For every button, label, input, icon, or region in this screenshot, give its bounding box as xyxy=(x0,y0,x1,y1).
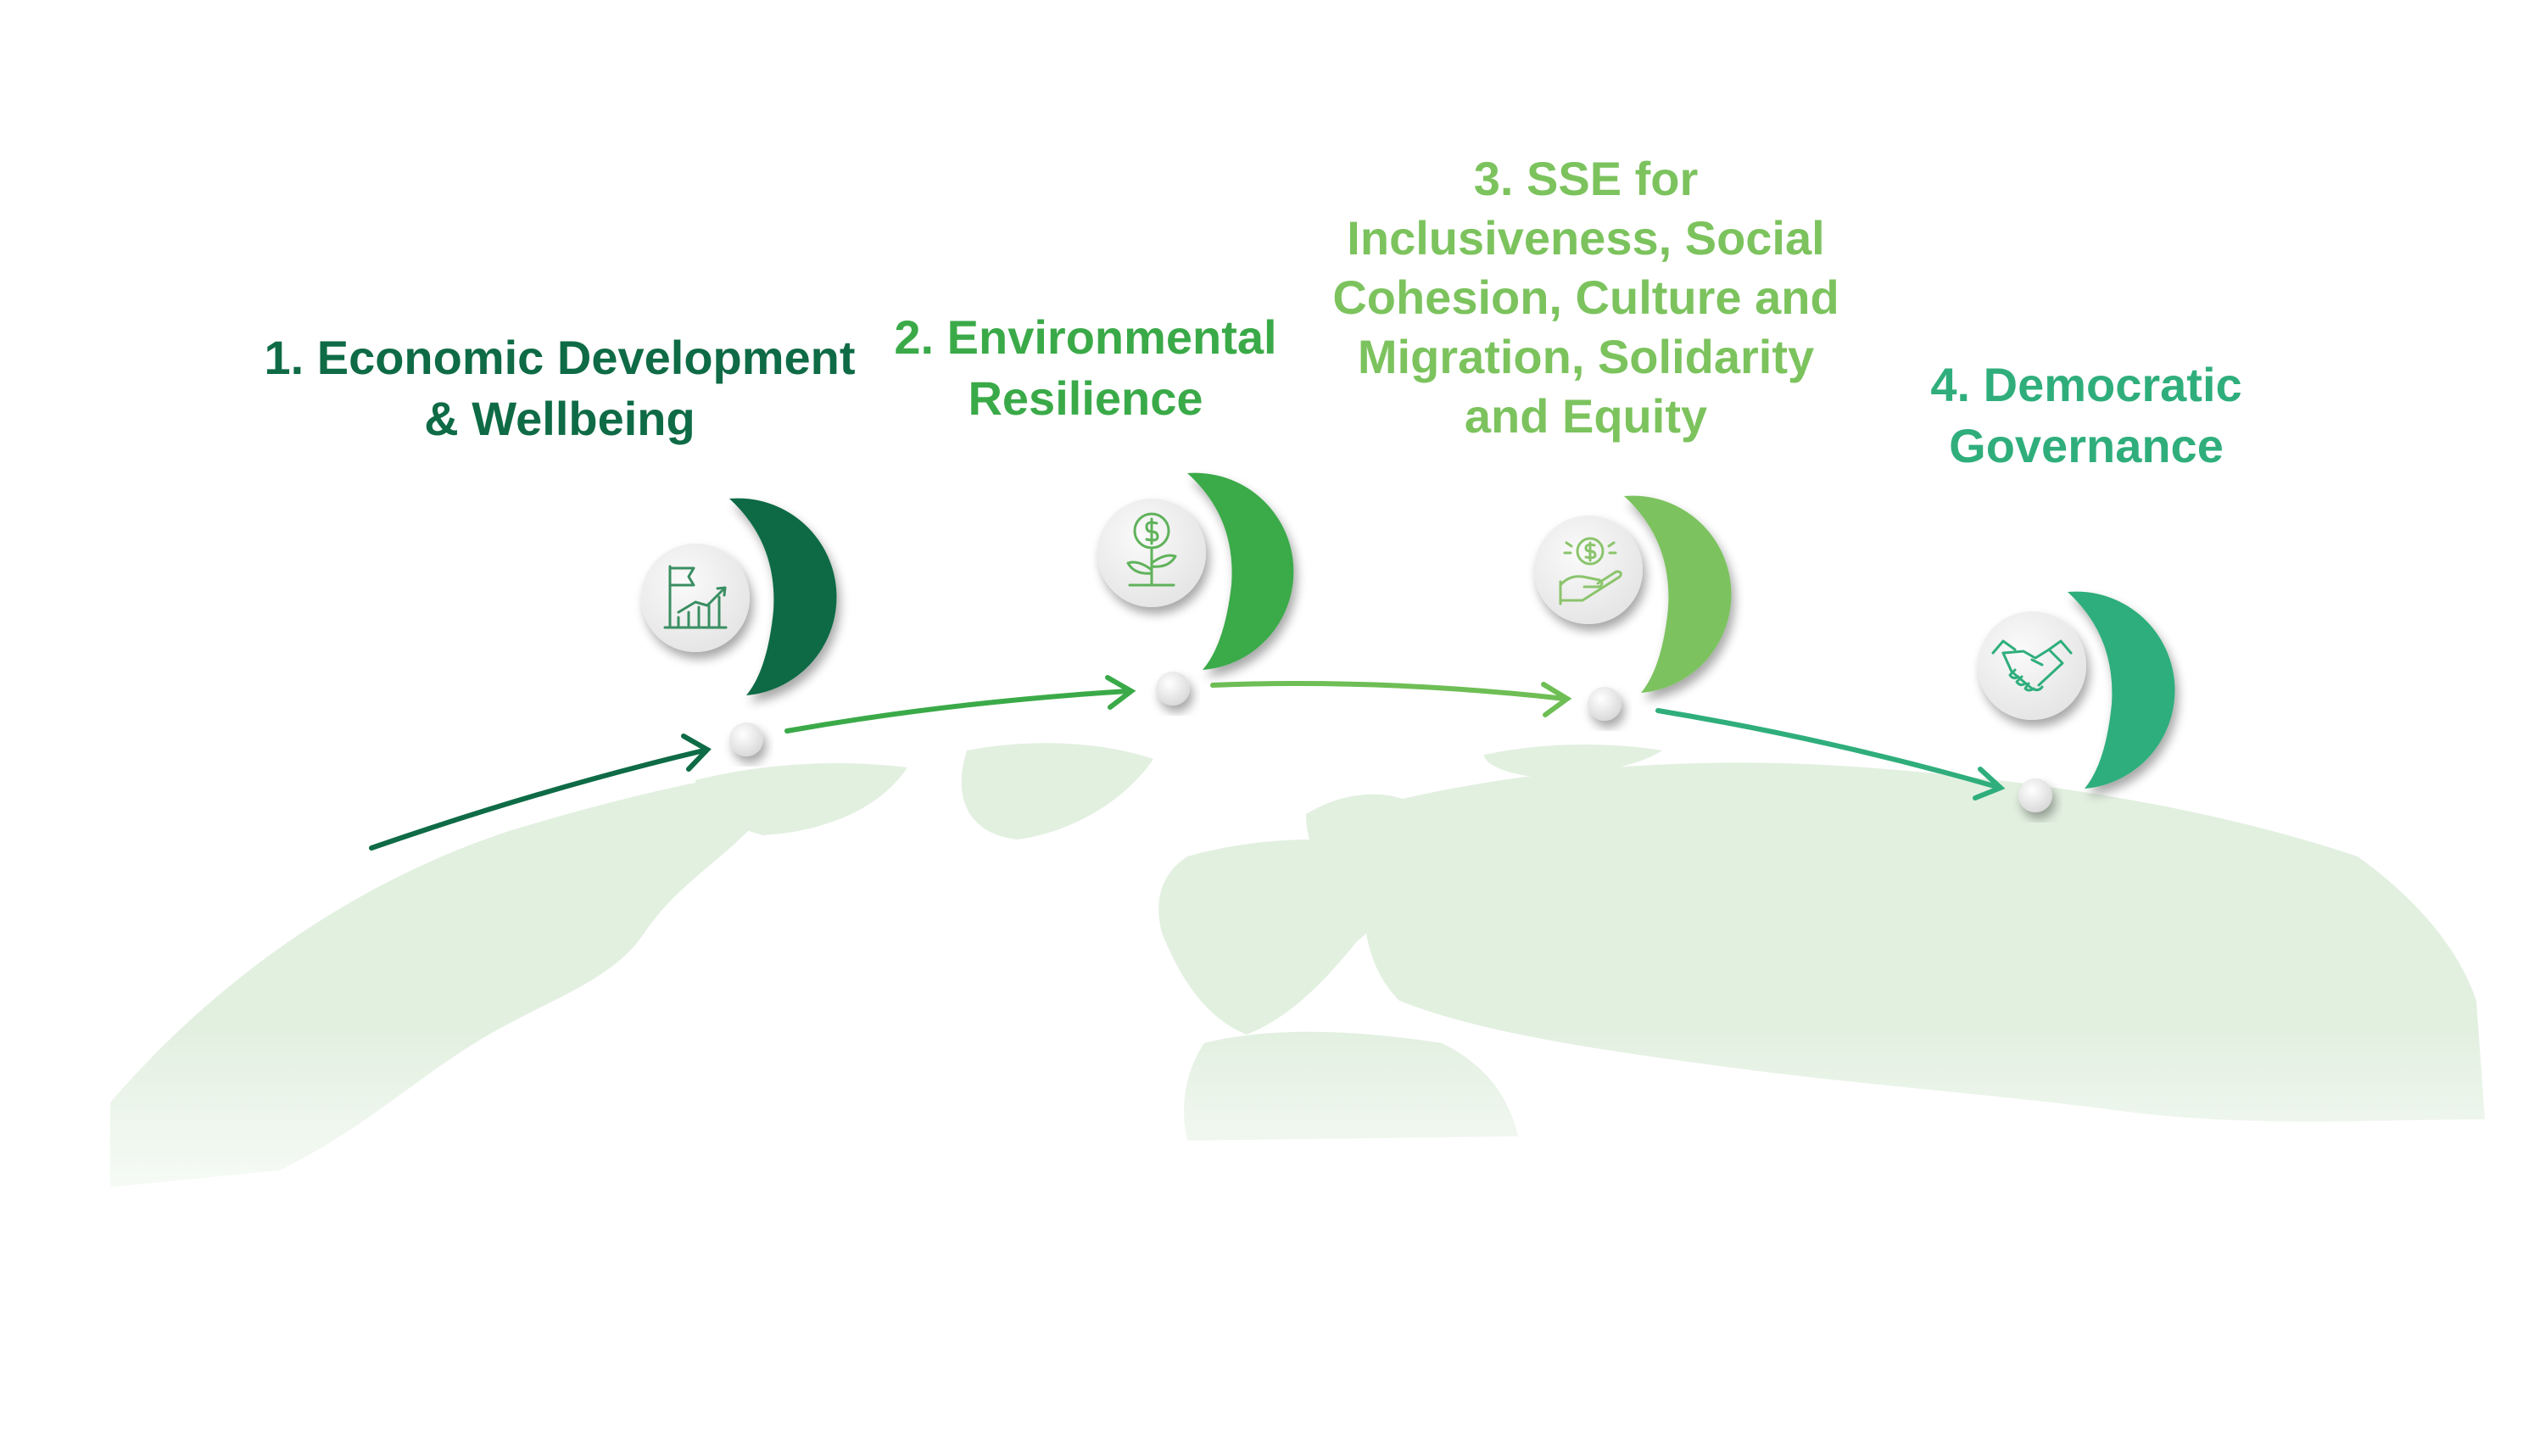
step-1-title-line-1: 1. Economic Development xyxy=(264,331,856,384)
step-3-title-line-2: Inclusiveness, Social xyxy=(1347,211,1825,265)
arrow-start xyxy=(369,748,706,851)
step-1-pin xyxy=(641,498,837,756)
arrowhead-1 xyxy=(681,734,712,772)
step-2-title-line-2: Resilience xyxy=(968,371,1203,425)
connector-arrows xyxy=(369,675,2006,851)
step-3-title-line-1: 3. SSE for xyxy=(1473,152,1699,205)
step-2-title: 2. Environmental Resilience xyxy=(848,307,1323,429)
pin-face xyxy=(1978,611,2086,720)
step-4-pin xyxy=(1978,591,2175,812)
pin-ring xyxy=(1187,472,1294,670)
arrowhead-4 xyxy=(1973,767,2006,801)
step-1-title-line-2: & Wellbeing xyxy=(424,392,695,445)
step-4-title-line-2: Governance xyxy=(1949,419,2224,472)
pin-dot xyxy=(1156,672,1190,706)
pin-ring xyxy=(729,498,837,695)
step-2-title-line-1: 2. Environmental xyxy=(894,310,1277,364)
pin-dot xyxy=(1588,687,1622,721)
step-3-title-line-3: Cohesion, Culture and xyxy=(1332,271,1839,324)
step-3-pin xyxy=(1534,495,1732,721)
arrow-2-to-3 xyxy=(1210,681,1567,701)
step-4-title: 4. Democratic Governance xyxy=(1866,354,2307,477)
pin-dot xyxy=(729,722,763,756)
step-1-title: 1. Economic Development & Wellbeing xyxy=(237,327,882,449)
growth-chart-flag-icon xyxy=(663,565,728,629)
pin-ring xyxy=(2068,591,2175,789)
money-plant-icon xyxy=(1126,512,1177,587)
pin-ring xyxy=(1624,495,1732,693)
step-3-title-line-5: and Equity xyxy=(1464,389,1708,443)
pin-dot xyxy=(2018,778,2052,812)
step-4-title-line-1: 4. Democratic xyxy=(1930,358,2242,411)
step-3-title: 3. SSE for Inclusiveness, Social Cohesio… xyxy=(1289,149,1883,446)
step-2-pin xyxy=(1097,472,1294,706)
pin-face xyxy=(1534,516,1643,624)
map-fade xyxy=(0,746,2523,1255)
hand-coin-icon xyxy=(1559,537,1622,605)
arrowhead-3 xyxy=(1541,682,1572,717)
arrow-3-to-4 xyxy=(1655,708,2000,789)
handshake-icon xyxy=(1991,639,2073,692)
pin-face xyxy=(641,544,750,652)
arrow-1-to-2 xyxy=(784,689,1130,734)
step-3-title-line-4: Migration, Solidarity xyxy=(1357,330,1815,383)
arrowhead-2 xyxy=(1105,675,1136,710)
